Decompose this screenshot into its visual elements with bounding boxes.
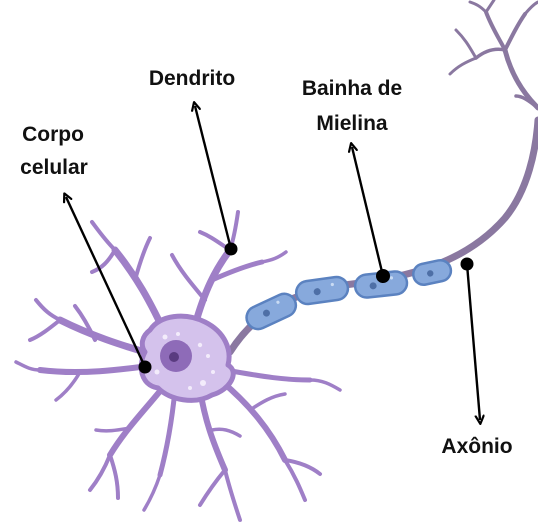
label-bainha-line1: Bainha de (302, 77, 402, 100)
pointer-bainha-mielina (352, 147, 383, 276)
myelin-sheath (243, 258, 453, 333)
pointer-dendrito (195, 106, 231, 249)
axon-terminal (450, 0, 538, 108)
label-corpo-celular-line1: Corpo (22, 123, 84, 146)
label-corpo-celular-line2: celular (20, 156, 88, 179)
nucleolus (169, 352, 179, 362)
label-bainha-line2: Mielina (316, 112, 388, 135)
label-dendrito: Dendrito (149, 67, 235, 90)
pointer-axonio (467, 264, 480, 420)
label-axonio: Axônio (441, 435, 512, 458)
